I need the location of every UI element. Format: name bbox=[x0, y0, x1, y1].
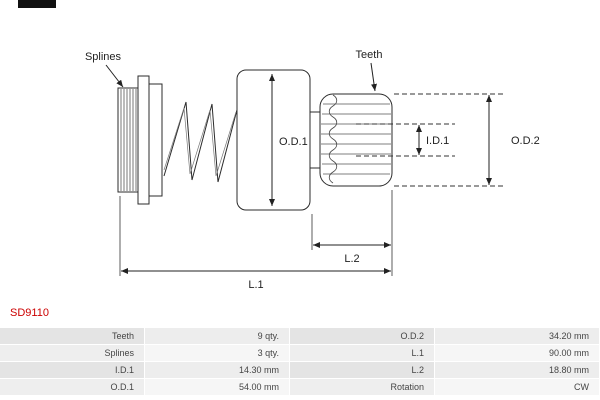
spec-label: I.D.1 bbox=[0, 362, 145, 379]
spline-shaft bbox=[117, 75, 163, 205]
teeth-callout: Teeth bbox=[356, 49, 383, 92]
od2-dimension: O.D.2 bbox=[394, 93, 540, 187]
technical-drawing: Splines Teeth O.D.1 I.D.1 O.D.2 L.2 L.1 bbox=[85, 49, 540, 291]
splines-label: Splines bbox=[85, 51, 122, 63]
teeth-label: Teeth bbox=[356, 49, 383, 61]
spring bbox=[163, 101, 239, 183]
spec-label: L.2 bbox=[290, 362, 435, 379]
pinion-gear bbox=[319, 93, 393, 187]
spec-value: 9 qty. bbox=[145, 328, 290, 345]
spec-label: L.1 bbox=[290, 345, 435, 362]
spec-label: Rotation bbox=[290, 379, 435, 396]
spec-value: CW bbox=[435, 379, 600, 396]
l1-dimension: L.1 bbox=[119, 196, 391, 291]
spec-value: 90.00 mm bbox=[435, 345, 600, 362]
part-number: SD9110 bbox=[10, 307, 49, 319]
spec-label: Splines bbox=[0, 345, 145, 362]
spec-label: O.D.1 bbox=[0, 379, 145, 396]
l1-label: L.1 bbox=[248, 279, 263, 291]
spec-table: Teeth 9 qty. O.D.2 34.20 mm Splines 3 qt… bbox=[0, 328, 600, 396]
logo-fragment bbox=[18, 0, 56, 8]
od1-label: O.D.1 bbox=[279, 136, 308, 148]
spec-value: 54.00 mm bbox=[145, 379, 290, 396]
spec-label: Teeth bbox=[0, 328, 145, 345]
spec-value: 34.20 mm bbox=[435, 328, 600, 345]
spec-value: 18.80 mm bbox=[435, 362, 600, 379]
spec-value: 3 qty. bbox=[145, 345, 290, 362]
l2-dimension: L.2 bbox=[311, 190, 393, 276]
spec-value: 14.30 mm bbox=[145, 362, 290, 379]
splines-callout: Splines bbox=[85, 51, 124, 88]
l2-label: L.2 bbox=[344, 253, 359, 265]
id1-dimension: I.D.1 bbox=[356, 123, 455, 157]
od2-label: O.D.2 bbox=[511, 135, 540, 147]
spec-label: O.D.2 bbox=[290, 328, 435, 345]
id1-label: I.D.1 bbox=[426, 135, 449, 147]
od1-dimension: O.D.1 bbox=[269, 74, 308, 206]
